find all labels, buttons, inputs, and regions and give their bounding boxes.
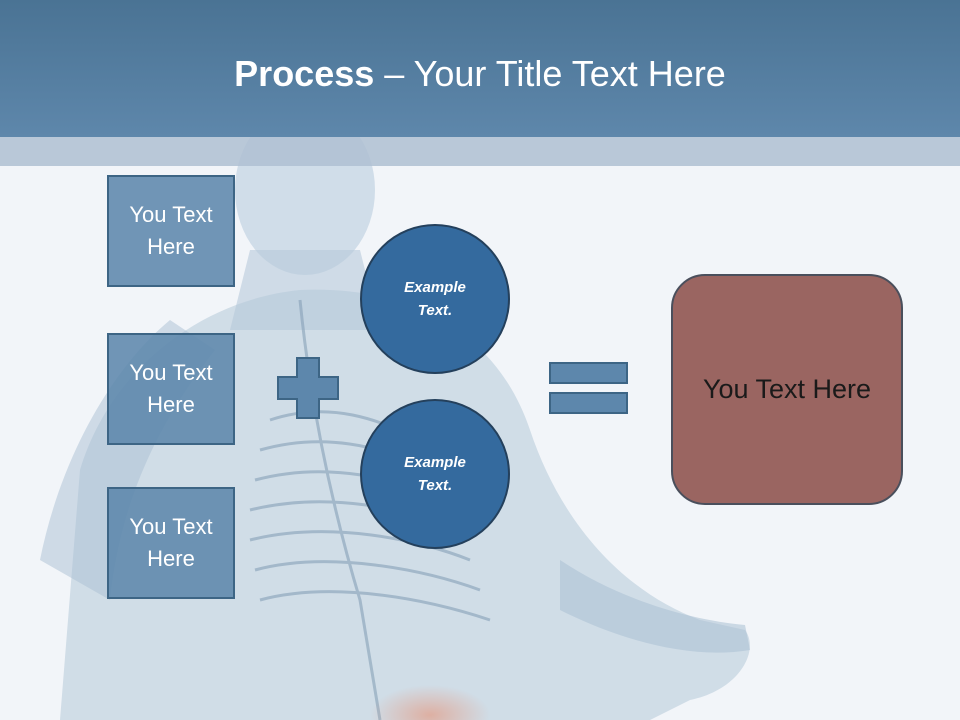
input-box-label: You Text Here xyxy=(129,202,213,259)
result-label: You Text Here xyxy=(702,374,872,404)
plus-icon xyxy=(277,357,339,419)
example-circle-2: Example Text. xyxy=(360,399,510,549)
circle-label: Example Text. xyxy=(404,279,466,319)
input-box-2: You Text Here xyxy=(107,333,235,445)
input-box-label: You Text Here xyxy=(129,360,213,417)
title-accent-strip xyxy=(0,137,960,166)
example-circle-1: Example Text. xyxy=(360,224,510,374)
input-box-3: You Text Here xyxy=(107,487,235,599)
slide-title: Process – Your Title Text Here xyxy=(0,50,960,98)
title-bold-part: Process xyxy=(234,53,375,94)
equals-icon xyxy=(549,362,628,414)
result-box: You Text Here xyxy=(671,274,903,505)
title-bar xyxy=(0,0,960,137)
input-box-label: You Text Here xyxy=(129,514,213,571)
input-box-1: You Text Here xyxy=(107,175,235,287)
circle-label: Example Text. xyxy=(404,454,466,494)
title-rest-part: – Your Title Text Here xyxy=(374,53,726,94)
